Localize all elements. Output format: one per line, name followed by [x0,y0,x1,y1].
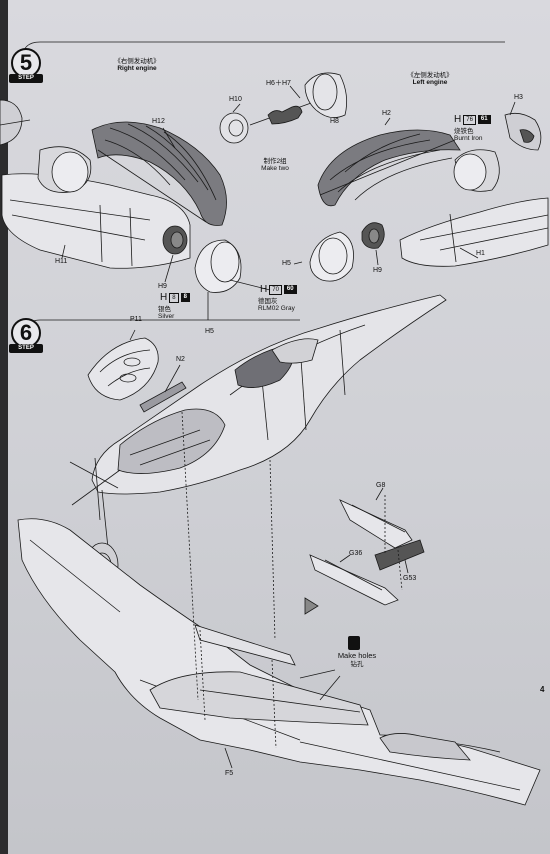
part-label-n2: N2 [176,356,185,363]
paint-rlm02-prefix: H [260,284,268,295]
left-spinner-h5 [309,231,354,282]
part-label-h12: H12 [152,118,165,125]
part-label-h5-left: H5 [282,260,291,267]
drill-holes-icon [348,636,360,650]
left-spinner-back-h9 [361,222,385,249]
step6-frame-line [21,319,300,346]
paint-burnt-iron-name-zh: 烧铁色 [454,128,474,135]
paint-callout-burnt-iron: H 76 61 [454,114,491,125]
part-label-h2-left: H2 [382,110,391,117]
make-two-note: 制作2组 Make two [250,158,300,173]
paint-rlm02-name-en: RLM02 Gray [258,305,295,313]
direction-arrow [304,597,319,615]
paint-silver-name: 银色 Silver [158,306,194,321]
spinner-assembly-h10-h8 [219,72,348,144]
canopy-p11 [87,337,159,401]
step6-number: 6 [11,318,41,348]
step5-badge: 5 STEP [9,48,43,86]
paint-callout-silver: H 8 8 [160,292,190,303]
paint-rlm02-chip: 60 [283,285,297,294]
paint-burnt-iron-code: 76 [463,114,476,125]
right-engine-nacelle-h11 [1,146,191,269]
paint-burnt-iron-chip: 61 [477,115,491,124]
armor-plate-n2 [139,381,187,413]
make-holes-en: Make holes [337,651,377,660]
part-label-h1: H1 [476,250,485,257]
right-engine-title: 《右侧发动机》 Right engine [92,58,182,73]
left-radiator-h2 [317,129,461,207]
part-label-g8: G8 [376,482,386,489]
make-two-zh: 制作2组 [263,158,287,165]
part-label-h5-right: H5 [205,328,214,335]
part-label-h11: H11 [55,258,68,265]
right-propeller-hub [0,99,31,146]
fuselage [91,294,447,495]
paint-rlm02-name: 德国灰 RLM02 Gray [258,298,310,313]
paint-burnt-iron-name-en: Burnt Iron [454,135,483,143]
step6-badge: 6 STEP [9,318,43,356]
part-label-h10: H10 [229,96,242,103]
paint-silver-code: 8 [169,292,179,303]
page-shadow-edge [0,0,8,854]
step5-label: STEP [9,74,43,83]
left-engine-nacelle-h1 [399,149,549,267]
part-label-g36: G36 [349,550,363,557]
left-engine-title-en: Left engine [412,79,448,87]
wing-f5 [17,411,541,806]
leader-lines [61,85,516,769]
part-label-h6-h7: H6＋H7 [266,80,291,87]
paint-burnt-iron-prefix: H [454,114,462,125]
paint-silver-prefix: H [160,292,168,303]
paint-burnt-iron-name: 烧铁色 Burnt Iron [454,128,494,143]
part-label-f5: F5 [225,770,234,777]
paint-silver-name-en: Silver [158,313,175,321]
right-spinner-h5 [194,239,242,293]
step6-label: STEP [9,344,43,353]
part-label-h9-right: H9 [158,283,167,290]
paint-callout-rlm02: H 70 60 [260,284,297,295]
part-label-h3: H3 [514,94,523,101]
gear-bay-parts-g8-g36-g53 [309,495,425,606]
right-spinner-back-h9 [162,225,188,255]
paint-rlm02-code: 70 [269,284,282,295]
part-label-h9-left: H9 [373,267,382,274]
make-holes-note: Make holes 钻孔 [334,651,380,668]
part-label-p11: P11 [130,316,142,323]
page-number: 4 [540,685,545,694]
make-two-en: Make two [261,165,289,173]
right-engine-title-zh: 《右侧发动机》 [114,58,160,65]
right-radiator-h12 [91,121,227,226]
part-label-h8: H8 [330,118,339,125]
paint-silver-chip: 8 [180,293,190,302]
paint-rlm02-name-zh: 德国灰 [258,298,278,305]
left-engine-title: 《左侧发动机》 Left engine [385,72,475,87]
paint-silver-name-zh: 银色 [158,306,171,313]
left-engine-title-zh: 《左侧发动机》 [407,72,453,79]
left-propeller-hub-h3 [504,112,542,151]
right-engine-title-en: Right engine [117,65,157,73]
part-label-g53: G53 [403,575,417,582]
make-holes-zh: 钻孔 [350,660,364,668]
